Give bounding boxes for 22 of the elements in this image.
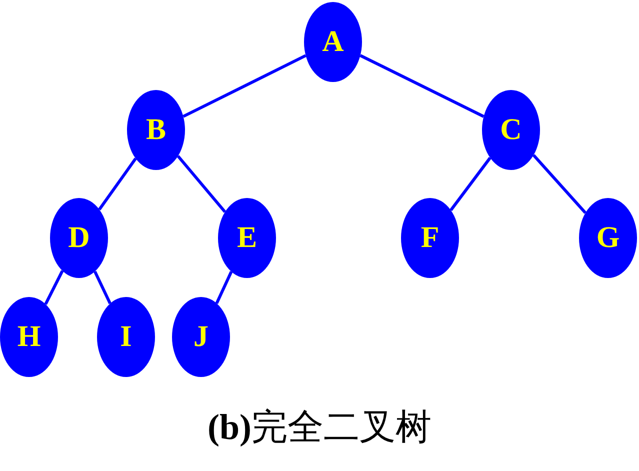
tree-edge <box>44 270 64 305</box>
node-label: B <box>146 113 166 147</box>
node-label: D <box>68 221 90 255</box>
node-label: E <box>236 221 257 255</box>
tree-edge <box>176 155 226 213</box>
caption: (b)完全二叉树 <box>206 406 432 449</box>
tree-edge <box>98 158 137 210</box>
node-label: J <box>194 320 208 354</box>
node-label: G <box>596 221 620 255</box>
node-label: H <box>17 320 41 354</box>
tree-edge <box>360 54 484 118</box>
node-label: I <box>120 320 132 354</box>
tree-edge <box>532 154 587 214</box>
tree-edge <box>215 271 233 304</box>
node-label: C <box>500 113 522 147</box>
tree-node <box>50 198 108 278</box>
tree-edge <box>450 156 492 212</box>
tree-edge <box>182 54 306 118</box>
node-label: A <box>322 25 344 59</box>
tree-node <box>127 90 185 170</box>
node-label: F <box>420 221 440 255</box>
tree-edge <box>94 270 112 304</box>
